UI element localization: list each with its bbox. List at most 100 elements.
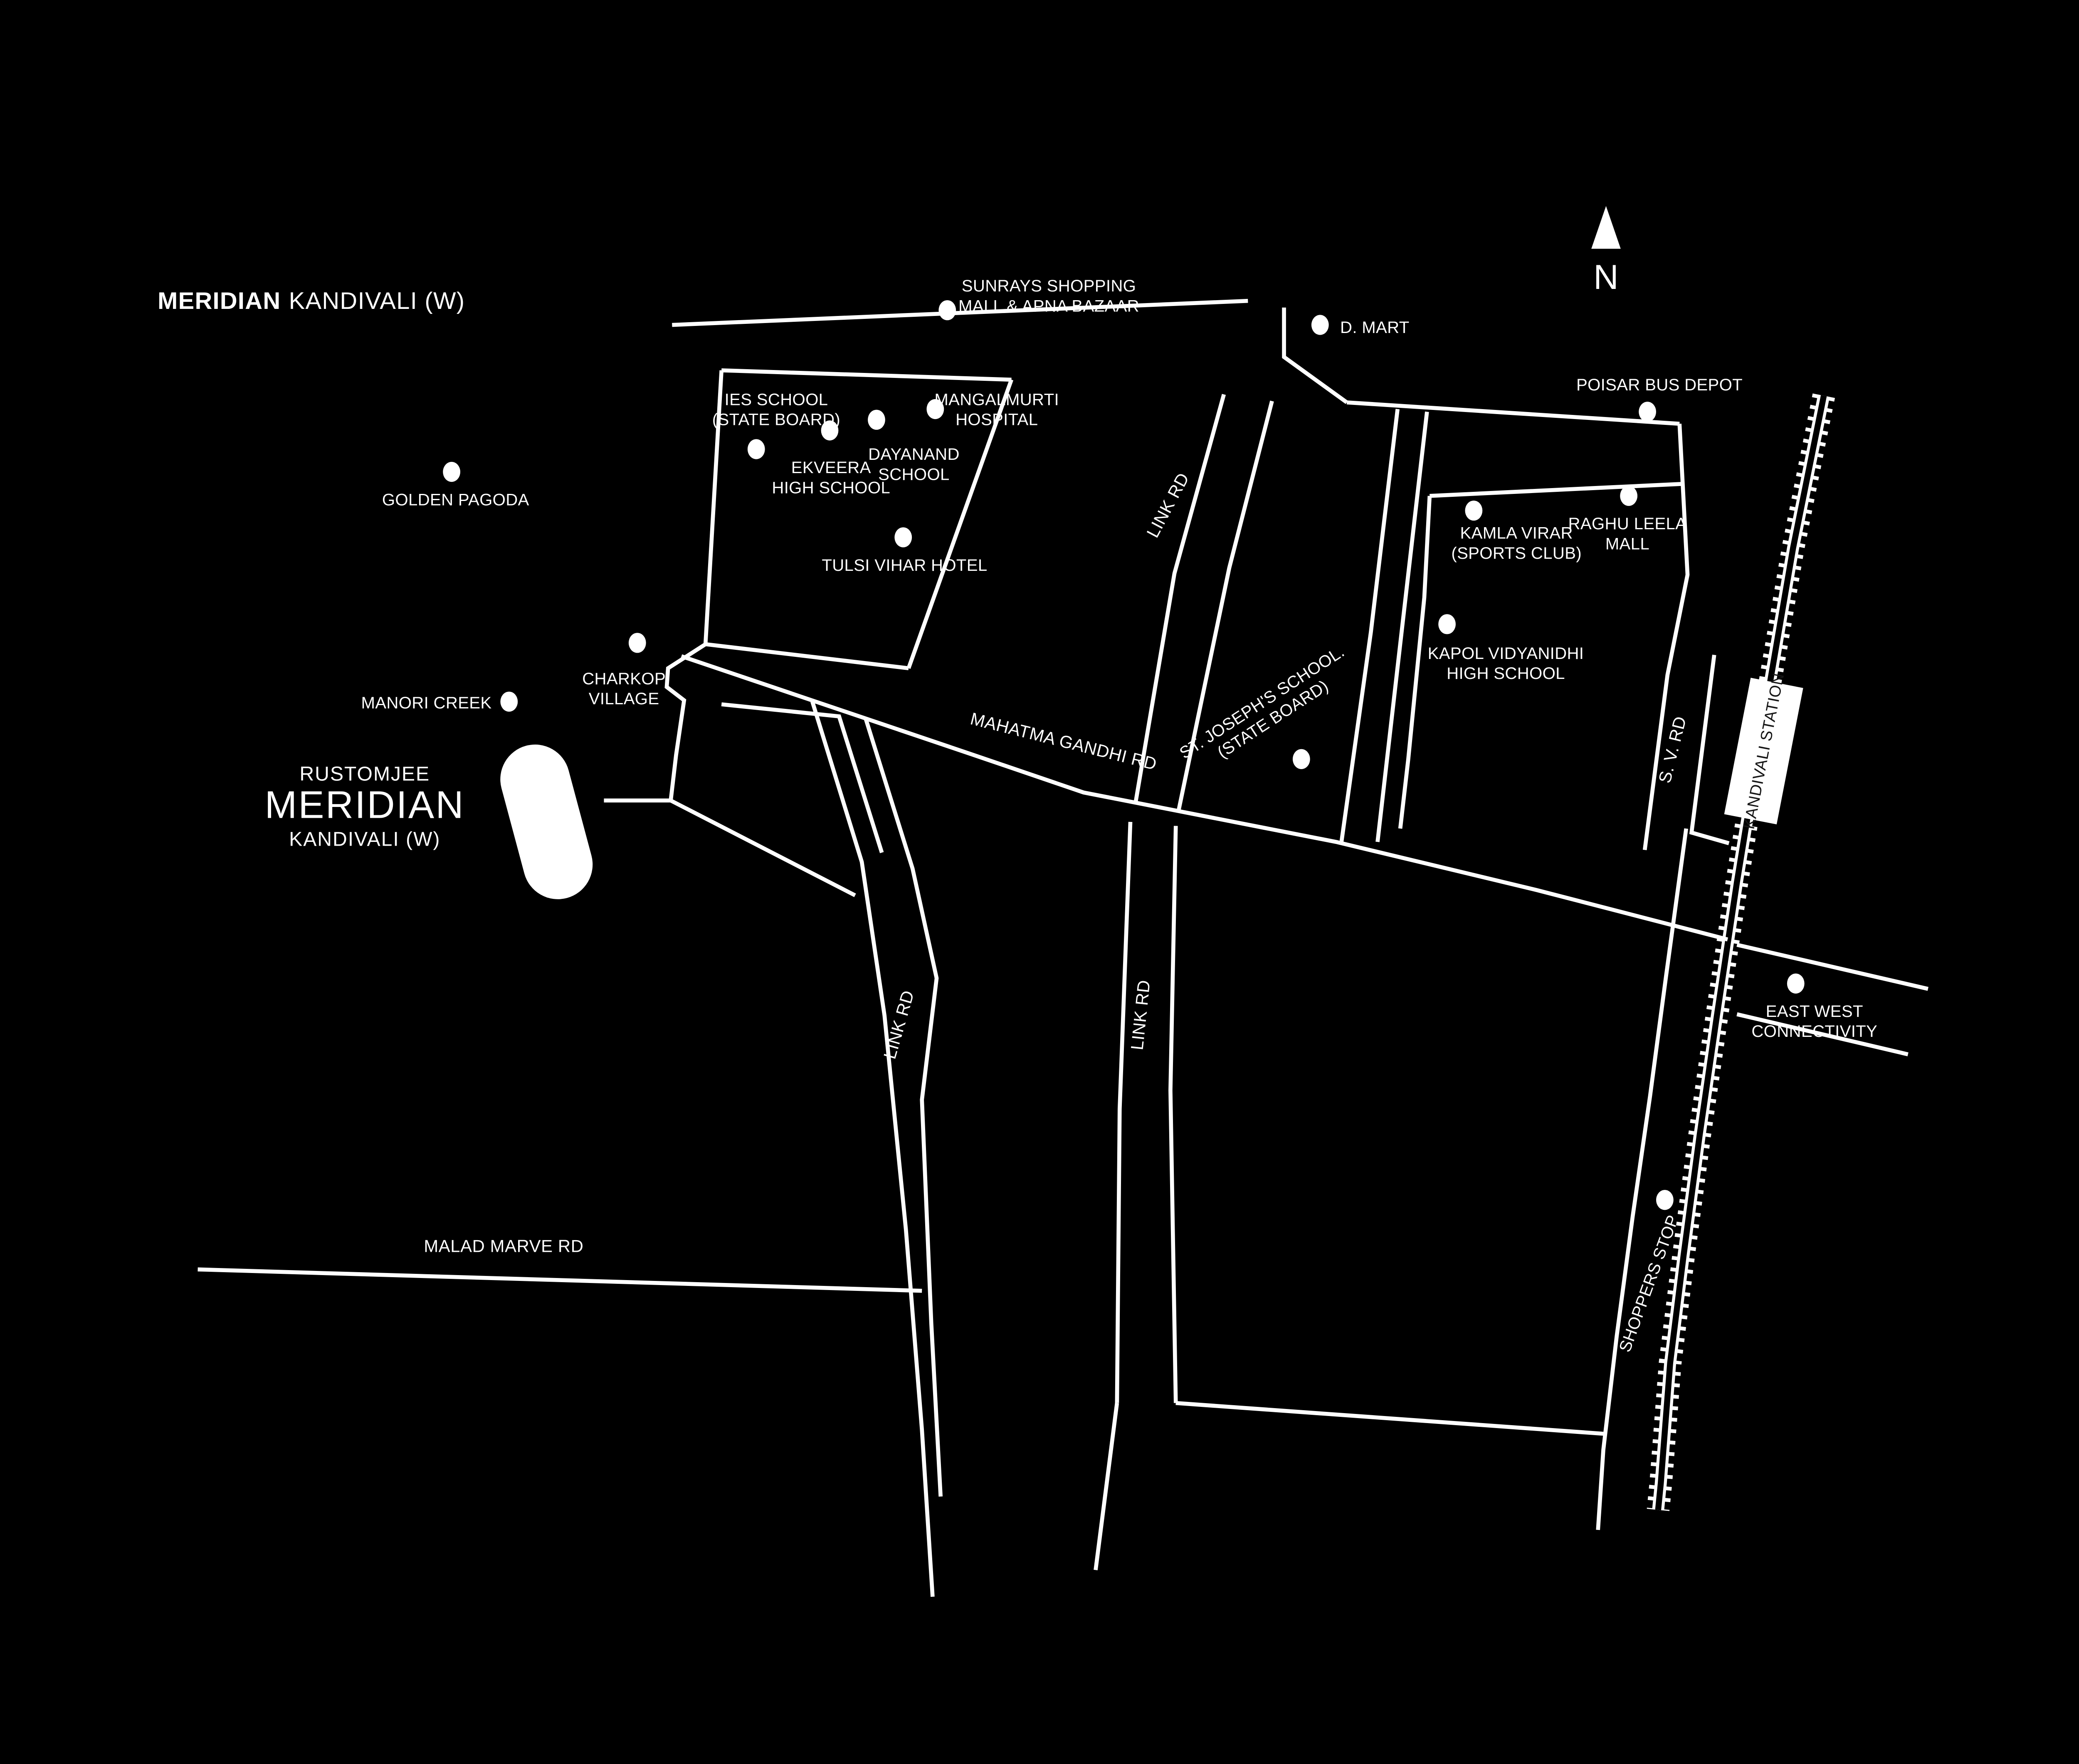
railway-sleepers [1647,393,1835,1511]
poi-dot-tulsi [894,527,912,548]
poi-label-dayanand-2: SCHOOL [878,465,950,484]
poi-label-kapol-1: KAPOL VIDYANIDHI [1428,644,1584,663]
poi-label-ekveera-2: HIGH SCHOOL [772,478,890,497]
poi-golden-pagoda: GOLDEN PAGODA [382,461,529,509]
poi-dot-mangalmurti [926,399,944,419]
poi-label-charkop-1: CHARKOP [582,669,666,688]
poi-label-ies-2: (STATE BOARD) [712,410,840,429]
road-east-west-upper [1736,942,1928,991]
poi-label-tulsi: TULSI VIHAR HOTEL [822,556,987,575]
poi-dot-manori [500,691,518,712]
north-arrow-icon [1591,206,1621,249]
poi-dayanand-school: DAYANAND SCHOOL [868,410,960,484]
block-schools-bottom [705,642,909,671]
site-area: KANDIVALI (W) [289,828,440,851]
poi-label-kamla-1: KAMLA VIRAR [1460,524,1573,543]
road-link-left-west [810,701,935,1597]
poi-charkop-village: CHARKOP VILLAGE [582,633,666,708]
poi-east-west-connectivity: EAST WEST CONNECTIVITY [1751,973,1877,1041]
road-dmart-corner [1282,307,1348,404]
poi-label-ies-1: IES SCHOOL [725,390,828,409]
poi-label-raghu-1: RAGHU LEELA [1568,514,1687,533]
poi-dmart: D. MART [1311,315,1410,337]
road-sv-right-edge [1689,654,1730,845]
poi-ies-school: IES SCHOOL (STATE BOARD) [712,390,840,459]
road-link-top-west [1133,394,1226,802]
poi-label-raghu-2: MALL [1605,534,1649,553]
site-marker: RUSTOMJEE MERIDIAN KANDIVALI (W) [265,744,593,899]
block-kamla-west [1398,496,1432,829]
poi-label-sunrays-2: MALL & APNA BAZAAR [958,296,1139,315]
poi-dot-kapol [1438,614,1456,634]
poi-dot-dayanand [868,410,885,430]
road-label-link-rd-mid: LINK RD [1127,979,1153,1051]
poi-dot-ies [747,439,765,459]
road-network [198,299,1928,1597]
block-schools-left [703,370,724,644]
poi-st-josephs-school: ST. JOSEPH'S SCHOOL. (STATE BOARD) [1176,642,1348,769]
poi-dot-st-joseph [1292,749,1310,769]
compass: N [1591,206,1621,296]
road-charkop-south [669,799,856,897]
road-label-malad-marve-rd: MALAD MARVE RD [424,1236,583,1256]
poi-label-manori: MANORI CREEK [361,693,492,712]
poi-sunrays: SUNRAYS SHOPPING MALL & APNA BAZAAR [938,276,1139,321]
poi-label-east-west-2: CONNECTIVITY [1751,1022,1877,1041]
north-label: N [1593,257,1618,296]
road-top [672,299,1248,327]
station-rect [1724,678,1803,824]
poi-label-dayanand-1: DAYANAND [868,445,960,464]
road-link-top-east [1176,400,1274,812]
poi-label-ekveera-1: EKVEERA [791,458,871,477]
poi-dot-charkop [628,633,646,653]
kandivali-station-box: KANDIVALI STATION [1724,671,1803,831]
block-charkop-small [721,702,884,854]
poi-mangalmurti-hospital: MANGALMURTI HOSPITAL [926,390,1059,429]
road-mahatma-gandhi [681,654,1728,942]
poi-dot-raghu [1620,486,1637,506]
poi-manori-creek: MANORI CREEK [361,691,518,712]
poi-dot-poisar [1639,402,1656,422]
poi-dot-sunrays [938,300,956,321]
page-title-brand: MERIDIAN [158,288,281,314]
poi-label-east-west-1: EAST WEST [1766,1002,1863,1021]
poi-dot-ekveera [821,420,839,441]
poi-kapol-vidyanidhi: KAPOL VIDYANIDHI HIGH SCHOOL [1428,614,1584,683]
site-name: MERIDIAN [265,783,465,826]
road-poisar [1346,400,1680,426]
block-kamla-top [1430,482,1682,498]
poi-raghu-leela-mall: RAGHU LEELA MALL [1568,486,1687,553]
site-brand: RUSTOMJEE [299,762,430,785]
road-link-left-east [864,718,943,1497]
road-below-malad [1094,1403,1119,1570]
road-malad-marve [198,1267,922,1293]
road-stjoseph-east [1375,411,1429,842]
railway-gauge-gap [1655,395,1827,1510]
poi-kamla-virar-sports-club: KAMLA VIRAR (SPORTS CLUB) [1451,501,1582,563]
poi-dot-east-west [1787,973,1805,994]
poi-dot-dmart [1311,315,1329,335]
poi-label-mangalmurti-2: HOSPITAL [956,410,1038,429]
poi-label-poisar: POISAR BUS DEPOT [1576,375,1743,394]
road-sv-left-edge [1642,424,1690,850]
poi-label-mangalmurti-1: MANGALMURTI [934,390,1059,409]
poi-dot-golden-pagoda [443,461,461,482]
poi-label-charkop-2: VILLAGE [589,689,659,708]
road-sv-south [1596,828,1689,1530]
poi-label-dmart: D. MART [1340,318,1410,337]
poi-dot-kamla [1465,501,1483,521]
railway-track [1647,393,1835,1511]
block-bottom-right-bottom [1175,1401,1604,1436]
poi-label-kamla-2: (SPORTS CLUB) [1451,544,1582,563]
block-schools-top [721,368,1012,382]
poi-tulsi-vihar-hotel: TULSI VIHAR HOTEL [822,527,987,575]
poi-ekveera-high-school: EKVEERA HIGH SCHOOL [772,420,890,497]
railway-rails [1652,394,1830,1511]
road-link-mid-west [1115,822,1133,1403]
poi-poisar-bus-depot: POISAR BUS DEPOT [1576,375,1743,422]
block-schools-right [906,379,1014,669]
road-stjoseph-west [1339,409,1400,842]
road-link-mid-east [1168,826,1178,1403]
